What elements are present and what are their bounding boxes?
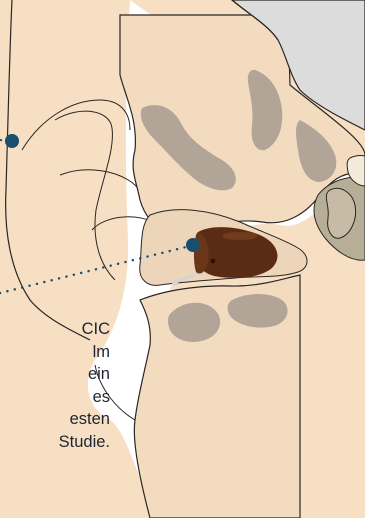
cic-highlight bbox=[222, 232, 258, 240]
caption-line-2: lm bbox=[0, 341, 110, 364]
caption-line-5: esten bbox=[0, 408, 110, 431]
caption-line-6: Studie. bbox=[0, 431, 110, 454]
removal-handle-tip bbox=[172, 280, 178, 286]
pointer-dot-device bbox=[186, 238, 200, 252]
pointer-dot-ear bbox=[5, 134, 19, 148]
caption-line-4: es bbox=[0, 386, 110, 409]
cic-microphone-port bbox=[211, 259, 216, 264]
caption-line-1: CIC bbox=[0, 318, 110, 341]
caption-line-3: ein bbox=[0, 363, 110, 386]
caption-text: CIC lm ein es esten Studie. bbox=[0, 318, 110, 453]
